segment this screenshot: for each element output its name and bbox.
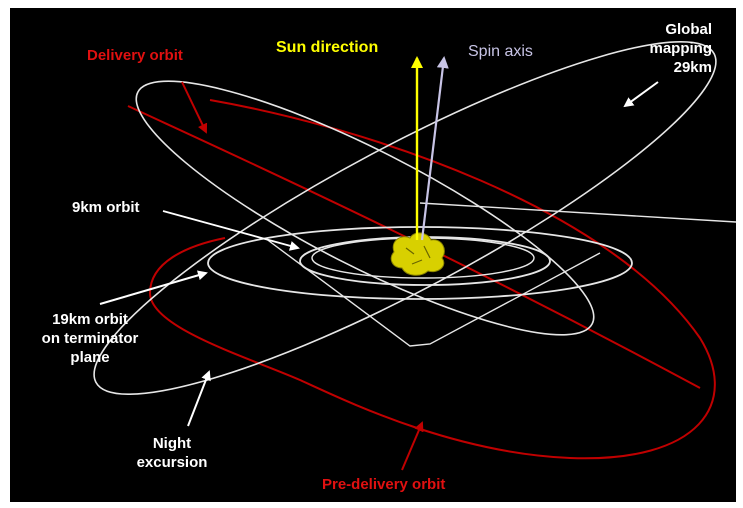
global-mapping-pointer	[623, 81, 659, 108]
orbit-19km-label: 19km orbit on terminator plane	[20, 310, 160, 367]
night-excursion-path	[264, 237, 601, 347]
delivery-orbit-pointer	[181, 81, 208, 134]
sun-direction-label: Sun direction	[276, 39, 379, 56]
diagram-frame: Sun direction Spin axis Delivery orbit G…	[10, 8, 736, 502]
pre-delivery-orbit-path	[148, 99, 716, 460]
night-excursion-label: Night excursion	[122, 434, 222, 472]
orbit-9km-label: 9km orbit	[72, 199, 140, 216]
global-mapping-label: Global mapping 29km	[642, 20, 713, 77]
orbit-19km-ring	[207, 226, 633, 300]
global-mapping-label-line3: 29km	[673, 59, 712, 76]
global-mapping-orbit-a	[93, 41, 717, 395]
excursion-trajectory-line	[419, 202, 736, 223]
delivery-orbit-path	[127, 105, 701, 389]
orbit-19km-label-line1: 19km orbit	[52, 311, 128, 328]
orbit-9km-pointer	[162, 210, 300, 251]
orbit-19km-label-line2: on terminator	[41, 330, 139, 347]
night-excursion-pointer	[187, 370, 211, 427]
delivery-orbit-label: Delivery orbit	[87, 47, 183, 64]
orbit-19km-label-line3: plane	[70, 349, 110, 366]
spin-axis-label: Spin axis	[468, 43, 533, 60]
orbit-diagram	[93, 41, 736, 471]
night-excursion-label-line2: excursion	[136, 454, 208, 471]
pre-delivery-orbit-pointer	[401, 421, 424, 471]
pre-delivery-orbit-label: Pre-delivery orbit	[322, 476, 446, 493]
comet-nucleus-icon	[390, 232, 445, 276]
orbit-19km-pointer	[99, 270, 208, 305]
spin-axis-arrow	[420, 56, 449, 241]
night-excursion-label-line1: Night	[152, 435, 192, 452]
global-mapping-orbit-b	[135, 80, 595, 336]
global-mapping-label-line2: mapping	[649, 40, 713, 57]
global-mapping-label-line1: Global	[665, 21, 712, 38]
